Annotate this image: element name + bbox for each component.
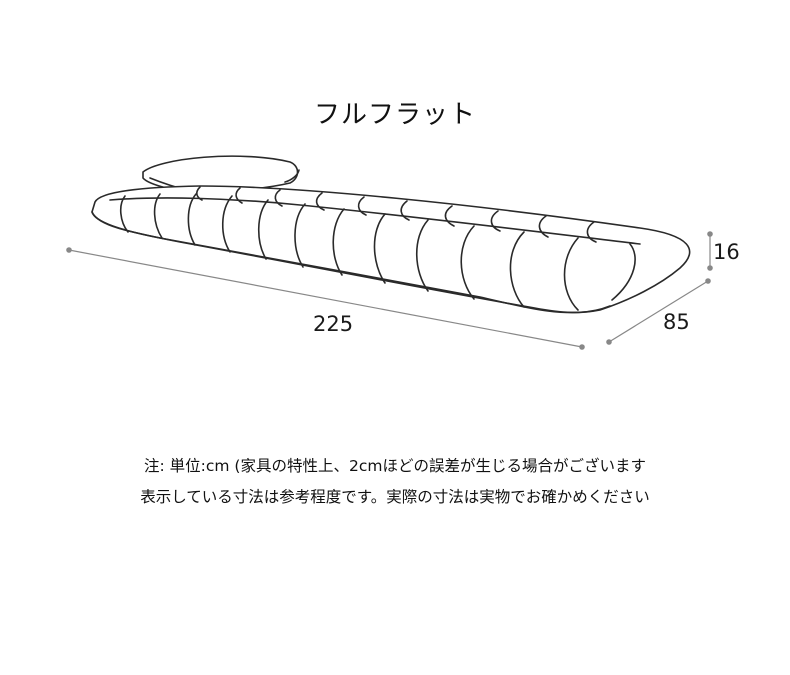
width-dimension-line [608,280,709,343]
note-line-2: 表示している寸法は参考程度です。実際の寸法は実物でお確かめください [140,488,650,506]
width-label: 85 [663,310,690,334]
mattress-illustration [91,185,691,314]
length-dimension-line [68,249,583,348]
page-title: フルフラット [313,100,476,130]
note-line-1: 注: 単位:cm (家具の特性上、2cmほどの誤差が生じる場合がございます [144,457,646,475]
length-label: 225 [313,312,354,336]
height-label: 16 [713,240,740,264]
